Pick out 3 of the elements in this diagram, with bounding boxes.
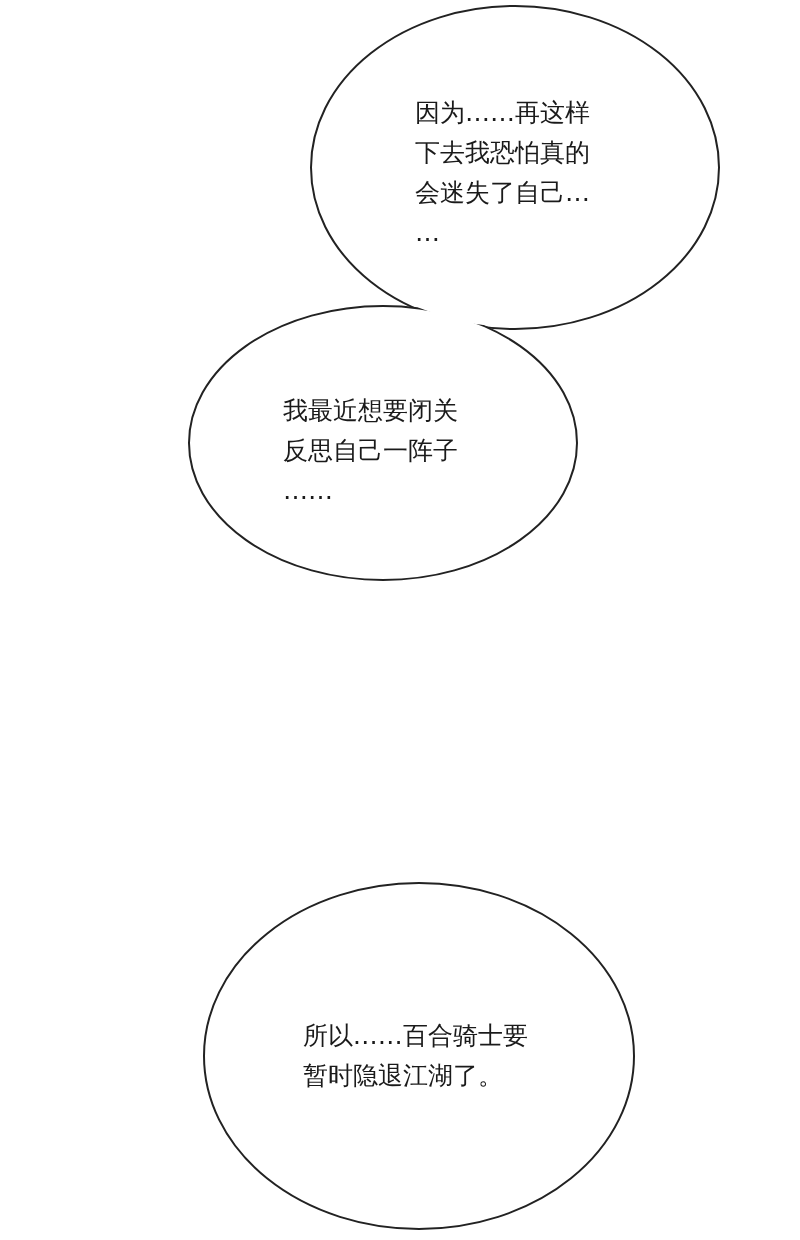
- speech-text: 我最近想要闭关反思自己一阵子……: [283, 395, 459, 507]
- speech-text: 因为……再这样下去我恐怕真的会迷失了自己……: [415, 96, 591, 249]
- speech-text: 所以……百合骑士要暂时隐退江湖了。: [302, 1020, 529, 1092]
